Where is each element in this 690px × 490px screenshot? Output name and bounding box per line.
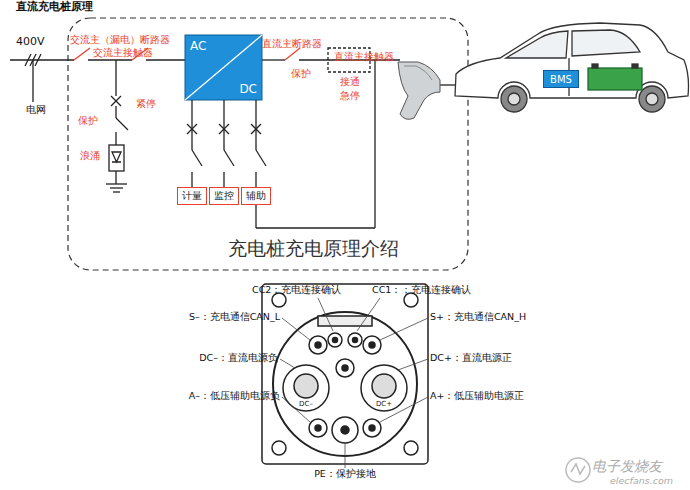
box-label: 辅助 xyxy=(246,189,266,203)
component-label: 交流主（漏电）断路器 xyxy=(70,34,170,46)
component-label: 保护 xyxy=(78,115,98,127)
box-label: 监控 xyxy=(214,189,234,203)
bms-box: BMS xyxy=(543,70,579,88)
dc-wiring xyxy=(256,48,455,228)
pin-label: S–：充电通信CAN_L xyxy=(189,312,280,323)
box-label: BMS xyxy=(550,74,572,85)
pin-label: DC–：直流电源负 xyxy=(199,353,278,364)
component-label: 保护 xyxy=(291,68,311,80)
voltage-label: 400V xyxy=(16,36,45,49)
car xyxy=(455,23,689,112)
component-label: 交流主接触器 xyxy=(93,47,153,59)
ac-wiring xyxy=(10,48,185,192)
converter-diagonal xyxy=(185,35,262,100)
grid-label: 电网 xyxy=(26,104,46,116)
component-label: 急停 xyxy=(340,90,360,102)
acdc-converter: AC DC xyxy=(185,35,262,100)
component-label: 浪涌 xyxy=(80,150,100,162)
pin-label: A+：低压辅助电源正 xyxy=(430,391,524,402)
pin-label: DC+：直流电源正 xyxy=(430,353,512,364)
box-label: 计量 xyxy=(182,189,202,203)
overlay-caption: 充电桩充电原理介绍 xyxy=(228,238,399,260)
converter-side-label: AC xyxy=(190,39,206,53)
watermark-icon xyxy=(566,458,590,482)
pin-label: CC1：；充电连接确认 xyxy=(372,285,471,296)
wire xyxy=(223,100,224,187)
component-label: 直流主接触器 xyxy=(334,51,394,63)
acdc-converter-fill xyxy=(185,35,262,100)
wire xyxy=(255,100,256,187)
watermark: 电子发烧友 xyxy=(592,458,662,474)
function-box: 监控 xyxy=(209,187,239,205)
charging-gun xyxy=(398,62,440,119)
pin-mark: DC– xyxy=(299,400,313,408)
function-box: 计量 xyxy=(177,187,207,205)
component-label: 接通 xyxy=(340,76,360,88)
pin-label: CC2：充电连接确认 xyxy=(252,285,341,296)
pin-label: PE：保护接地 xyxy=(314,469,376,480)
component-label: 紧停 xyxy=(136,98,156,110)
leader-lines xyxy=(280,298,428,468)
pin-label: S+：充电通信CAN_H xyxy=(430,312,526,323)
wire xyxy=(191,100,192,187)
pin-label: A–：低压辅助电源负 xyxy=(189,391,280,402)
connector-face xyxy=(262,284,428,464)
switch-symbol xyxy=(250,124,266,172)
pin-mark: DC+ xyxy=(376,400,392,408)
component-label: 直流主断路器 xyxy=(262,38,322,50)
switch-symbol xyxy=(218,124,234,172)
watermark: elecfans.com xyxy=(610,476,673,487)
diagram-title: 直流充电桩原理 xyxy=(16,1,93,14)
pile-enclosure xyxy=(68,18,468,270)
converter-side-label: DC xyxy=(239,82,257,96)
function-box: 辅助 xyxy=(241,187,271,205)
switch-symbol xyxy=(186,124,202,172)
